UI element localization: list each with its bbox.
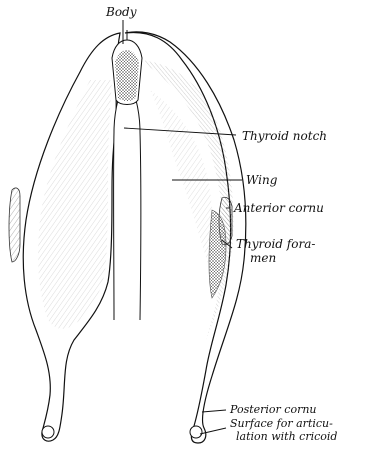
right-wing-shading [140, 60, 234, 340]
notch-channel [113, 100, 140, 320]
label-body: Body [106, 6, 137, 18]
body-prominence-shading [115, 50, 139, 101]
label-wing: Wing [246, 174, 277, 186]
label-thyroid-foramen-2: men [250, 252, 276, 264]
left-oblique-ridge [9, 188, 20, 262]
left-cornu-tip [42, 426, 54, 438]
label-posterior-cornu: Posterior cornu [230, 404, 317, 415]
label-anterior-cornu: Anterior cornu [234, 202, 324, 214]
label-surface-1: Surface for articu- [230, 418, 333, 429]
label-thyroid-foramen-1: Thyroid fora- [236, 238, 315, 250]
leader-posterior-cornu [202, 410, 226, 412]
right-cornu-tip [190, 426, 202, 438]
label-thyroid-notch: Thyroid notch [242, 130, 327, 142]
label-surface-2: lation with cricoid [236, 431, 337, 442]
